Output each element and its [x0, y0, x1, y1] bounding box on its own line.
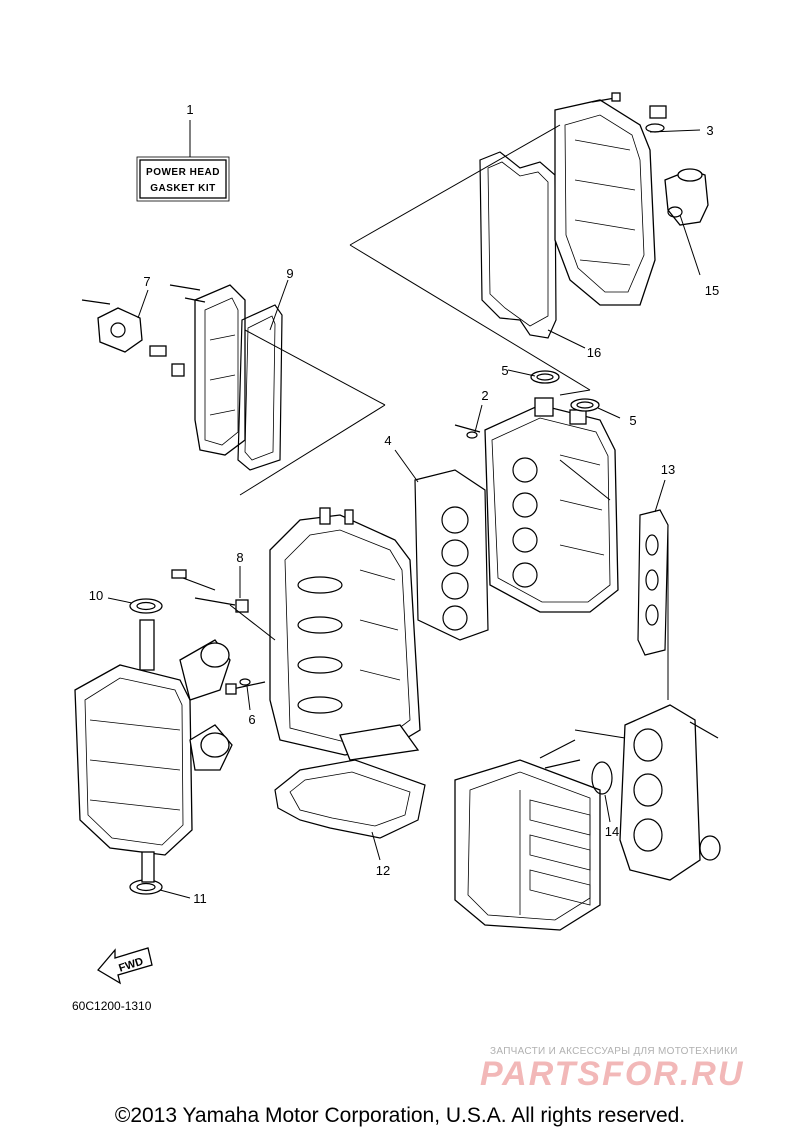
watermark-logo: PARTSFOR.RU	[480, 1055, 745, 1093]
kit-box-line2: GASKET KIT	[150, 183, 216, 194]
watermark-tagline: ЗАПЧАСТИ И АКСЕССУАРЫ ДЛЯ МОТОТЕХНИКИ	[490, 1046, 738, 1057]
crankshaft-group	[74, 566, 276, 899]
callout-labels: 1 2 3 4 5 5 6 7 8 9 10 11 12 13 14 15 16	[89, 102, 719, 906]
callout-10: 10	[89, 588, 103, 603]
callout-15: 15	[705, 283, 719, 298]
kit-box-line1: POWER HEAD	[146, 167, 220, 178]
callout-6: 6	[248, 712, 255, 727]
callout-3: 3	[706, 123, 713, 138]
callout-5b: 5	[629, 413, 636, 428]
callout-14: 14	[605, 824, 619, 839]
callout-2: 2	[481, 388, 488, 403]
callout-13: 13	[661, 462, 675, 477]
callout-5a: 5	[501, 363, 508, 378]
gasket-12	[274, 759, 426, 861]
intake-group	[454, 704, 721, 931]
callout-9: 9	[286, 266, 293, 281]
copyright-notice: ©2013 Yamaha Motor Corporation, U.S.A. A…	[114, 1104, 686, 1127]
exhaust-cover-group	[81, 279, 386, 496]
callout-12: 12	[376, 863, 390, 878]
callout-1: 1	[186, 102, 193, 117]
cylinder-block	[269, 507, 421, 761]
gasket-kit-box: POWER HEAD GASKET KIT	[136, 120, 230, 202]
cylinder-head-group	[394, 369, 669, 700]
fwd-arrow: FWD	[97, 947, 153, 985]
diagram-part-number: 60C1200-1310	[72, 999, 152, 1013]
callout-4: 4	[384, 433, 391, 448]
callout-7: 7	[143, 274, 150, 289]
callout-16: 16	[587, 345, 601, 360]
callout-11: 11	[193, 891, 207, 906]
callout-8: 8	[236, 550, 243, 565]
head-cover-group	[349, 92, 709, 391]
